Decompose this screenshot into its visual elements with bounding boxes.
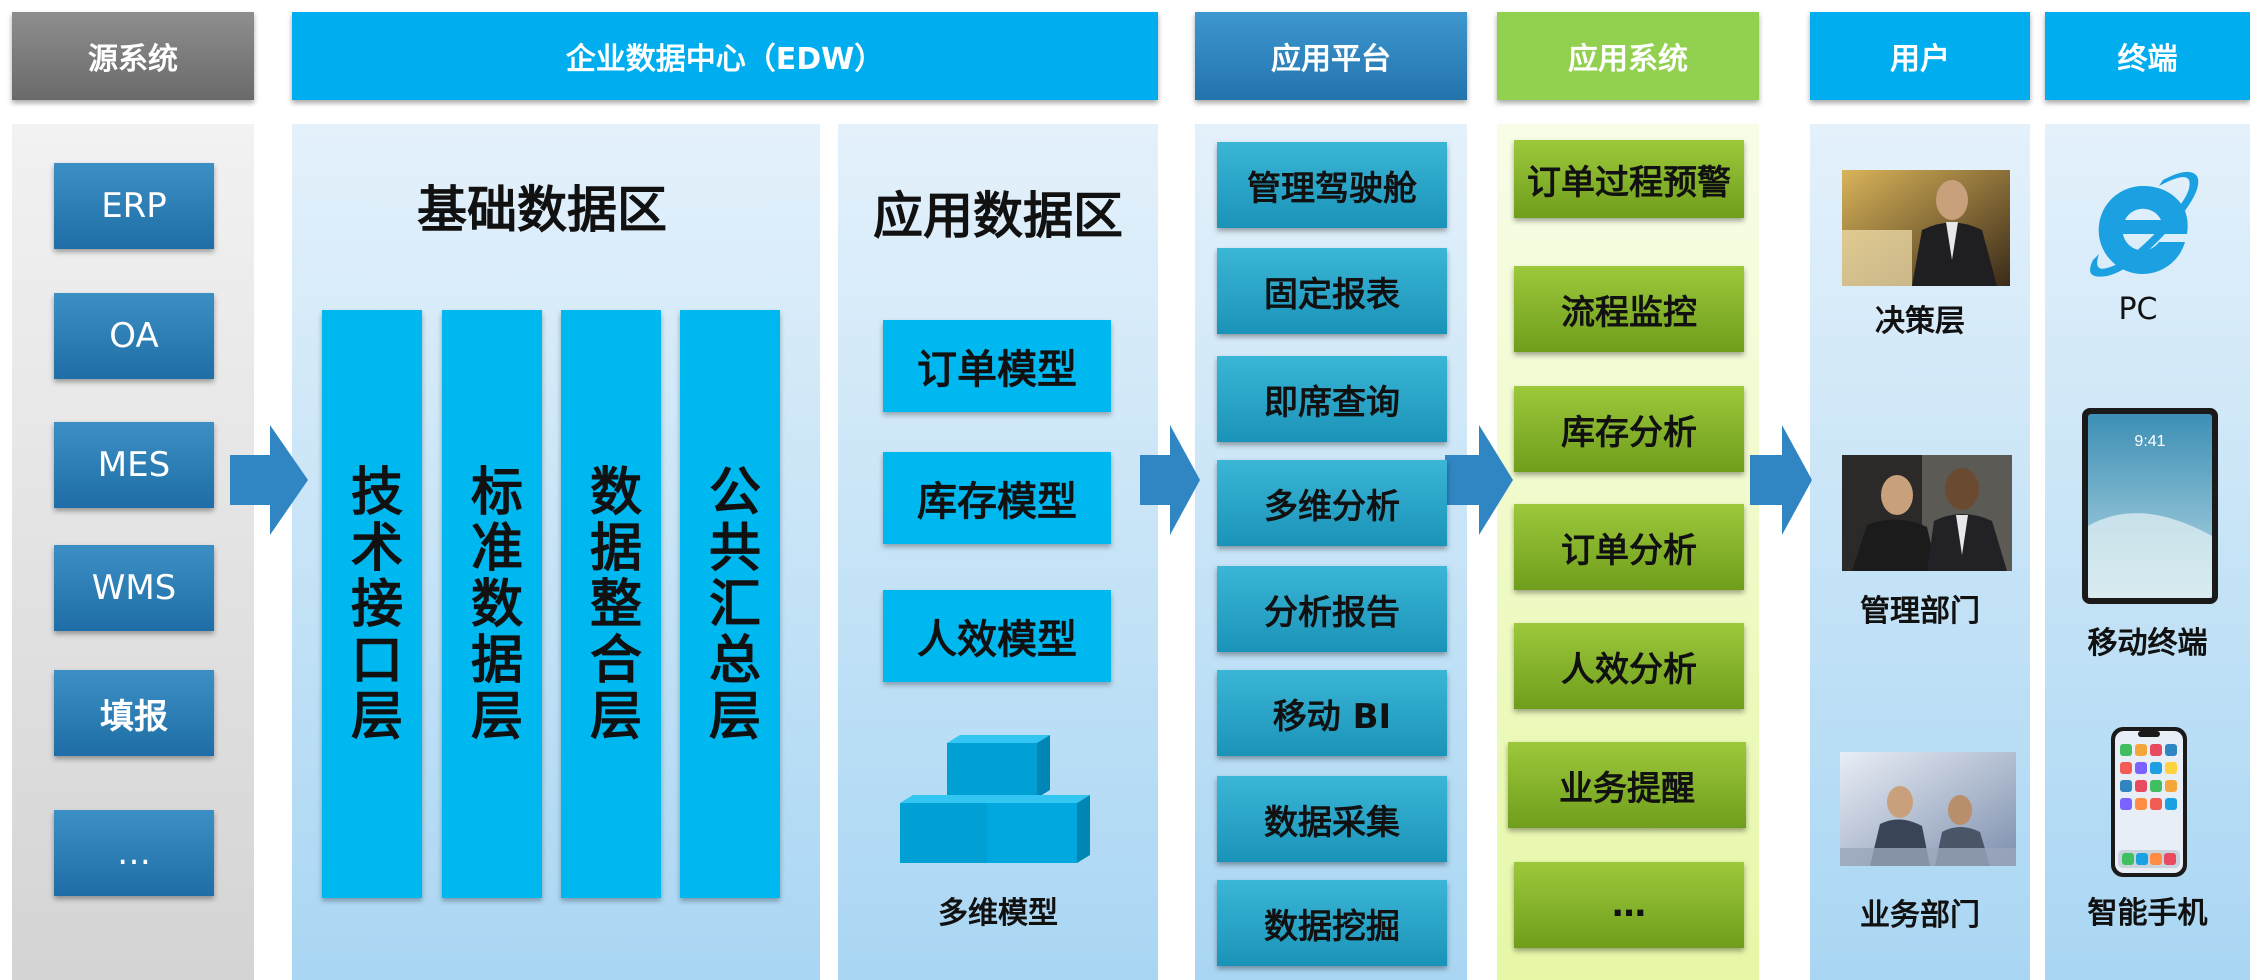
source-more-label: … bbox=[117, 833, 151, 873]
layer-tech-interface: 技术接口层 bbox=[322, 310, 422, 898]
source-more: … bbox=[54, 810, 214, 896]
source-wms-label: WMS bbox=[91, 568, 177, 608]
model-efficiency-label: 人效模型 bbox=[917, 617, 1077, 663]
platform-data-collection-label: 数据采集 bbox=[1264, 802, 1400, 843]
platform-data-collection: 数据采集 bbox=[1217, 776, 1447, 862]
system-business-reminder: 业务提醒 bbox=[1508, 742, 1746, 828]
tablet-icon: 9:41 bbox=[2082, 408, 2218, 604]
system-order-analysis-label: 订单分析 bbox=[1561, 530, 1697, 571]
system-order-alert: 订单过程预警 bbox=[1514, 140, 1744, 218]
base-zone-title: 基础数据区 bbox=[417, 181, 667, 239]
platform-header-label: 应用平台 bbox=[1271, 42, 1391, 77]
platform-cockpit-label: 管理驾驶舱 bbox=[1247, 168, 1417, 209]
arrow-right-icon bbox=[1445, 425, 1513, 535]
source-fill-report-label: 填报 bbox=[100, 696, 168, 737]
system-efficiency-analysis-label: 人效分析 bbox=[1561, 649, 1697, 690]
system-business-reminder-label: 业务提醒 bbox=[1559, 768, 1695, 809]
layer-standard-data-label: 标准数据层 bbox=[461, 464, 522, 744]
terminal-smartphone: 智能手机 bbox=[2087, 896, 2208, 931]
terminals-header: 终端 bbox=[2045, 12, 2250, 100]
edw-header-label: 企业数据中心（EDW） bbox=[565, 42, 885, 77]
users-header: 用户 bbox=[1810, 12, 2030, 100]
terminal-mobile: 移动终端 bbox=[2087, 626, 2208, 661]
platform-analysis-report: 分析报告 bbox=[1217, 566, 1447, 652]
user-management: 管理部门 bbox=[1860, 594, 1980, 629]
managers-photo bbox=[1842, 455, 2012, 571]
source-header: 源系统 bbox=[12, 12, 254, 100]
source-mes-label: MES bbox=[97, 445, 171, 485]
platform-adhoc-query-label: 即席查询 bbox=[1264, 382, 1400, 423]
source-erp-label: ERP bbox=[101, 186, 167, 226]
layer-data-integration: 数据整合层 bbox=[561, 310, 661, 898]
cube-stack-icon bbox=[900, 735, 1090, 863]
source-erp: ERP bbox=[54, 163, 214, 249]
platform-fixed-report-label: 固定报表 bbox=[1264, 274, 1400, 315]
system-more-label: … bbox=[1612, 885, 1646, 925]
executive-photo bbox=[1842, 170, 2010, 286]
layer-standard-data: 标准数据层 bbox=[442, 310, 542, 898]
arrow-right-icon bbox=[230, 425, 308, 535]
source-oa: OA bbox=[54, 293, 214, 379]
platform-data-mining: 数据挖掘 bbox=[1217, 880, 1447, 966]
model-order: 订单模型 bbox=[883, 320, 1111, 412]
platform-mobile-bi: 移动 BI bbox=[1217, 670, 1447, 756]
terminals-header-label: 终端 bbox=[2117, 42, 2178, 77]
system-more: … bbox=[1514, 862, 1744, 948]
platform-header: 应用平台 bbox=[1195, 12, 1467, 100]
model-order-label: 订单模型 bbox=[917, 347, 1077, 393]
terminal-pc: PC bbox=[2118, 292, 2158, 327]
user-business: 业务部门 bbox=[1860, 898, 1980, 933]
source-header-label: 源系统 bbox=[88, 42, 178, 77]
internet-explorer-icon bbox=[2090, 171, 2199, 277]
system-process-monitor: 流程监控 bbox=[1514, 266, 1744, 352]
platform-olap-label: 多维分析 bbox=[1264, 486, 1400, 527]
platform-adhoc-query: 即席查询 bbox=[1217, 356, 1447, 442]
app-zone-title: 应用数据区 bbox=[873, 187, 1123, 245]
users-header-label: 用户 bbox=[1890, 42, 1950, 77]
platform-mobile-bi-label: 移动 BI bbox=[1272, 696, 1392, 737]
model-inventory-label: 库存模型 bbox=[917, 479, 1077, 525]
model-efficiency: 人效模型 bbox=[883, 590, 1111, 682]
source-wms: WMS bbox=[54, 545, 214, 631]
smartphone-icon bbox=[2111, 727, 2187, 877]
model-inventory: 库存模型 bbox=[883, 452, 1111, 544]
cube-model-label: 多维模型 bbox=[938, 896, 1058, 931]
arrow-right-icon bbox=[1750, 425, 1812, 535]
system-inventory-analysis: 库存分析 bbox=[1514, 386, 1744, 472]
layer-public-summary-label: 公共汇总层 bbox=[699, 464, 760, 744]
platform-fixed-report: 固定报表 bbox=[1217, 248, 1447, 334]
platform-data-mining-label: 数据挖掘 bbox=[1264, 906, 1400, 947]
platform-analysis-report-label: 分析报告 bbox=[1264, 592, 1400, 633]
business-team-photo bbox=[1840, 752, 2016, 866]
platform-olap: 多维分析 bbox=[1217, 460, 1447, 546]
system-header: 应用系统 bbox=[1497, 12, 1759, 100]
system-efficiency-analysis: 人效分析 bbox=[1514, 623, 1744, 709]
system-header-label: 应用系统 bbox=[1568, 42, 1688, 77]
arrow-right-icon bbox=[1140, 425, 1200, 535]
edw-header: 企业数据中心（EDW） bbox=[292, 12, 1158, 100]
source-oa-label: OA bbox=[109, 316, 159, 356]
system-order-alert-label: 订单过程预警 bbox=[1527, 162, 1731, 203]
layer-tech-interface-label: 技术接口层 bbox=[341, 464, 402, 744]
layer-data-integration-label: 数据整合层 bbox=[580, 464, 641, 744]
user-executive: 决策层 bbox=[1875, 304, 1965, 339]
system-inventory-analysis-label: 库存分析 bbox=[1561, 412, 1697, 453]
source-mes: MES bbox=[54, 422, 214, 508]
tablet-clock: 9:41 bbox=[2134, 433, 2165, 450]
layer-public-summary: 公共汇总层 bbox=[680, 310, 780, 898]
platform-cockpit: 管理驾驶舱 bbox=[1217, 142, 1447, 228]
system-order-analysis: 订单分析 bbox=[1514, 504, 1744, 590]
source-fill-report: 填报 bbox=[54, 670, 214, 756]
system-process-monitor-label: 流程监控 bbox=[1561, 292, 1697, 333]
